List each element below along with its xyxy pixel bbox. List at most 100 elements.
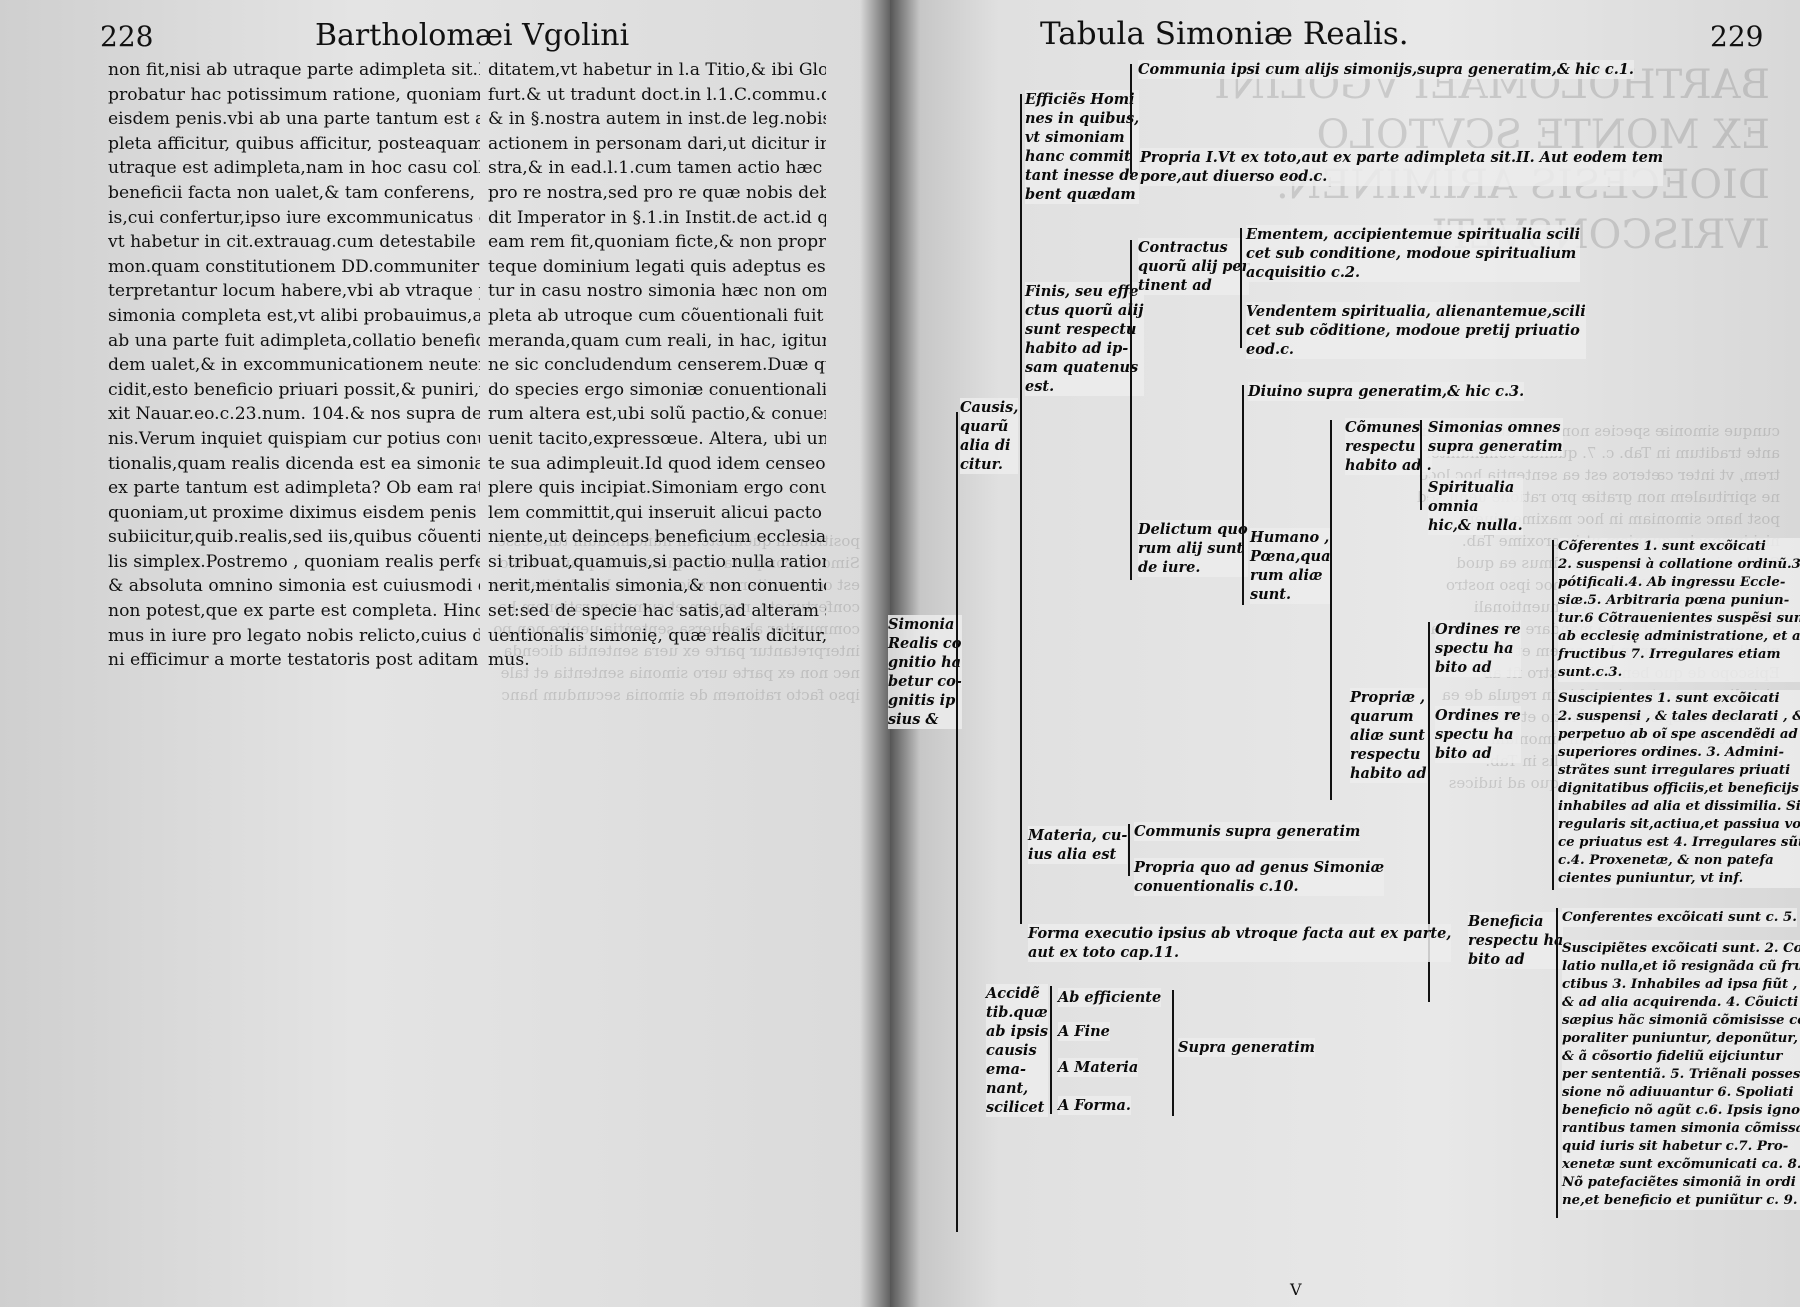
- comunes-brace: [1420, 420, 1422, 510]
- beneficia-brace: [1556, 908, 1558, 1218]
- text-line: sam quatenus: [1025, 359, 1139, 376]
- text-line: respectu: [1350, 746, 1421, 763]
- text-line: ne sic concludendum censerem.Duæ quodãmo: [488, 355, 826, 376]
- text-line: pro re nostra,sed pro re quæ nobis debet…: [488, 182, 826, 203]
- text-line: hanc commit: [1025, 148, 1131, 165]
- text-line: Causis,: [960, 399, 1019, 416]
- root-brace: [956, 412, 958, 1232]
- text-column-2: ditatem,vt habetur in l.a Titio,& ibi Gl…: [488, 58, 826, 673]
- text-line: rum aliæ: [1250, 567, 1323, 584]
- text-line: te sua adimpleuit.Id quod idem censeo si…: [488, 453, 826, 474]
- ordines-brace: [1552, 540, 1554, 890]
- left-page: positionem quem etc. in hunc modum tunc …: [0, 0, 890, 1307]
- text-line: Ordines re: [1435, 621, 1521, 638]
- text-line: Propria I.Vt ex toto,aut ex parte adimpl…: [1140, 149, 1664, 166]
- delictum-brace: [1242, 385, 1244, 605]
- text-line: quorũ alij per: [1138, 258, 1250, 275]
- text-line: aliæ sunt: [1350, 727, 1425, 744]
- text-line: est.: [1025, 378, 1055, 395]
- text-line: pleta ab utroque cum cõuentionali fuit p…: [488, 305, 826, 326]
- node-materia: Materia, cu-ius alia est: [1028, 826, 1128, 864]
- text-line: dem ualet,& in excommunicationem neuter …: [108, 355, 480, 376]
- text-line: Propria quo ad genus Simoniæ: [1134, 859, 1385, 876]
- signature-mark: V: [1290, 1280, 1302, 1299]
- text-line: aut ex toto cap.11.: [1028, 944, 1180, 961]
- text-line: betur co-: [888, 673, 962, 690]
- text-line: Pœna,qua: [1250, 548, 1331, 565]
- text-line: quoniam,ut proxime diximus eisdem penis …: [108, 502, 480, 523]
- text-line: beneficii facta non ualet,& tam conferen…: [108, 182, 480, 203]
- text-line: Nõ patefaciẽtes simoniã in ordi: [1562, 1175, 1796, 1190]
- text-line: nes in quibus,: [1025, 110, 1140, 127]
- text-line: xenetæ sunt excõmunicati ca. 8.: [1562, 1157, 1800, 1172]
- text-line: actionem in personam dari,ut dicitur in …: [488, 133, 826, 154]
- text-line: eam rem fit,quoniam ficte,& non proprie …: [488, 232, 826, 253]
- text-line: latio nulla,et iõ resignãda cũ fru: [1562, 959, 1800, 974]
- text-line: cidit,esto beneficio priuari possit,& pu…: [108, 379, 480, 400]
- text-line: Cõmunes: [1345, 419, 1421, 436]
- node-a-materia: A Materia: [1058, 1058, 1139, 1077]
- text-line: Suscipientes 1. sunt excõicati: [1558, 691, 1780, 706]
- text-line: stra,& in ead.l.1.cum tamen actio hæc nõ…: [488, 158, 826, 179]
- text-line: eod.c.: [1246, 341, 1294, 358]
- text-line: per sententiã. 5. Triẽnali posses: [1562, 1067, 1800, 1082]
- text-line: respectu ha: [1468, 932, 1564, 949]
- text-line: bent quædam: [1025, 186, 1136, 203]
- text-line: ce priuatus est 4. Irregulares sũt: [1558, 835, 1800, 850]
- humano-brace: [1330, 420, 1332, 800]
- text-line: & in §.nostra autem in inst.de leg.nobis…: [488, 109, 826, 130]
- node-divino: Diuino supra generatim,& hic c.3.: [1248, 382, 1525, 401]
- text-line: Simonia: [888, 616, 955, 633]
- text-line: ne,et beneficio et puniũtur c. 9.: [1562, 1193, 1798, 1208]
- text-line: sunt.: [1250, 586, 1291, 603]
- node-ab-efficiente: Ab efficiente: [1058, 988, 1162, 1007]
- text-line: Beneficia: [1468, 913, 1544, 930]
- text-line: Delictum quo: [1138, 521, 1248, 538]
- text-line: poraliter puniuntur, deponũtur,: [1562, 1031, 1798, 1046]
- text-line: quid iuris sit habetur c.7. Pro-: [1562, 1139, 1789, 1154]
- text-line: quarum: [1350, 708, 1414, 725]
- text-line: & absoluta omnino simonia est cuiusmodi …: [108, 576, 480, 597]
- text-line: Contractus: [1138, 239, 1228, 256]
- text-line: Accidẽ: [986, 985, 1040, 1002]
- text-line: ex parte tantum est adimpleta? Ob eam ra…: [108, 478, 480, 499]
- text-line: pleta afficitur, quibus afficitur, poste…: [108, 133, 480, 154]
- text-line: teque dominium legati quis adeptus est. …: [488, 256, 826, 277]
- text-line: ema-: [986, 1061, 1026, 1078]
- accidentibus-brace: [1050, 986, 1052, 1114]
- text-line: niente,ut deinceps beneficium ecclesiast…: [488, 527, 826, 548]
- text-line: inhabiles ad alia et dissimilia. Si: [1558, 799, 1800, 814]
- text-line: c.4. Proxenetæ, & non patefa: [1558, 853, 1774, 868]
- text-line: ctibus 3. Inhabiles ad ipsa fiũt ,: [1562, 977, 1798, 992]
- text-line: 2. suspensi à collatione ordinũ.3. A: [1558, 557, 1800, 572]
- text-line: ditatem,vt habetur in l.a Titio,& ibi Gl…: [488, 60, 826, 80]
- running-head: Bartholomæi Vgolini: [315, 18, 630, 53]
- text-line: pótificali.4. Ab ingressu Eccle-: [1558, 575, 1786, 590]
- text-line: gnitis ip: [888, 692, 956, 709]
- text-line: mus in iure pro legato nobis relicto,cui…: [108, 625, 480, 646]
- text-line: non fit,nisi ab utraque parte adimpleta …: [108, 60, 480, 80]
- text-line: fructibus 7. Irregulares etiam: [1558, 647, 1781, 662]
- text-line: ab ecclesię administratione, et a: [1558, 629, 1800, 644]
- text-line: ius alia est: [1028, 846, 1117, 863]
- text-line: citur.: [960, 456, 1003, 473]
- efficiens-brace: [1130, 64, 1132, 174]
- text-line: nis.Verum inquiet quispiam cur potius co…: [108, 428, 480, 449]
- text-line: dit Imperator in §.1.in Instit.de act.id…: [488, 207, 826, 228]
- text-line: tib.quæ: [986, 1004, 1048, 1021]
- text-line: Propriæ ,: [1350, 689, 1426, 706]
- text-line: Suscipiẽtes excõicati sunt. 2. Col: [1562, 941, 1800, 956]
- text-line: tur in casu nostro simonia hæc non omnin…: [488, 281, 826, 302]
- text-line: xit Nauar.eo.c.23.num. 104.& nos supra d…: [108, 404, 480, 425]
- text-line: habito ad ip-: [1025, 340, 1129, 357]
- text-line: uentionalis simonię, quæ realis dicitur,…: [488, 625, 826, 646]
- node-supra-generatim: Supra generatim: [1178, 1038, 1315, 1057]
- text-line: non potest,que ex parte est completa. Hi…: [108, 601, 480, 622]
